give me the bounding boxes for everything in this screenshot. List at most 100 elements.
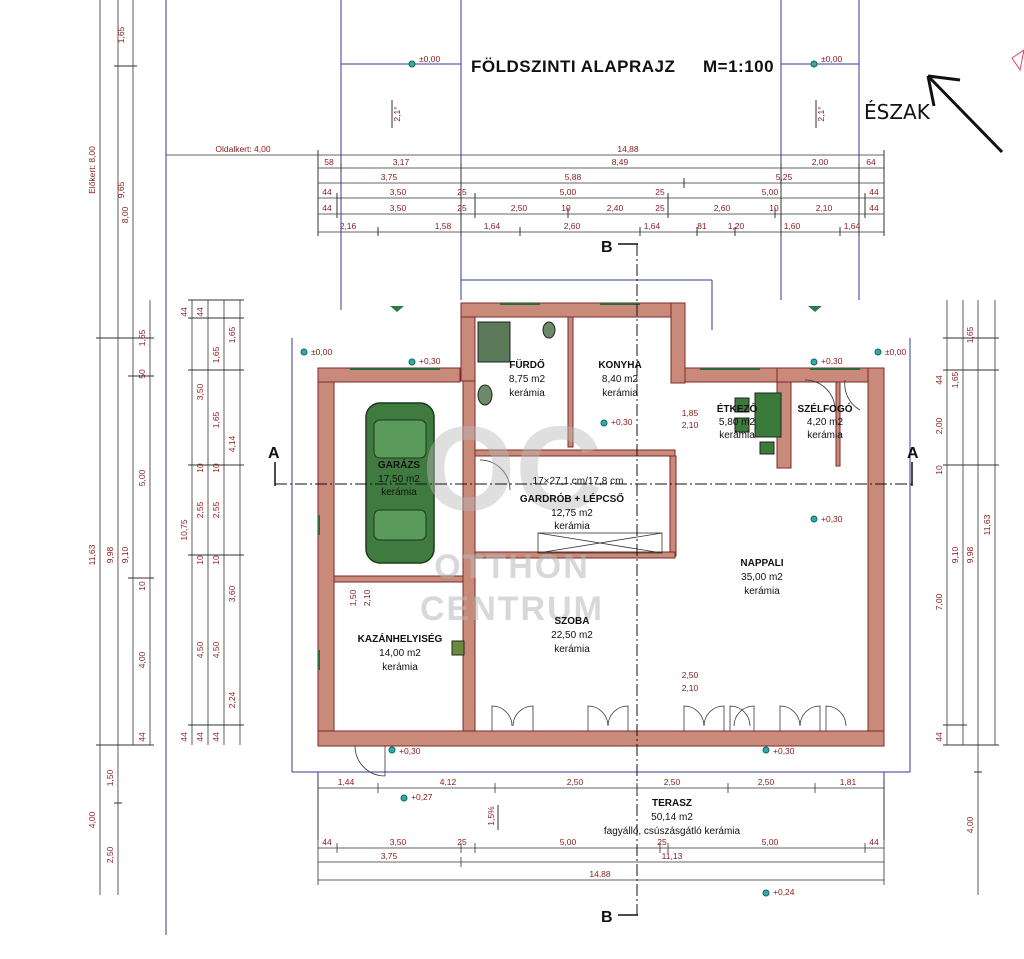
dim-top-r6-1: 1,58 <box>435 221 452 231</box>
room-name: NAPPALI <box>740 558 783 569</box>
left-dimension-lines <box>99 0 241 895</box>
room-floor: kerámia <box>381 487 417 498</box>
dim-top-r4-2: 25 <box>457 187 467 197</box>
room-floor: kerámia <box>382 662 418 673</box>
interior-dim-6: 2,10 <box>682 683 699 693</box>
dim-bottom-r1-4: 2,50 <box>758 777 775 787</box>
room-area: 14,00 m2 <box>379 648 421 659</box>
room-area: 8,75 m2 <box>509 374 546 385</box>
dim-right-c4-1: 11,63 <box>982 514 992 535</box>
level-top-right: ±0,00 <box>821 54 842 64</box>
staircase-icon <box>537 532 663 554</box>
dim-bottom-r1-5: 1,81 <box>840 777 857 787</box>
dim-bottom-r2-6: 44 <box>869 837 879 847</box>
section-mark-a-right: A <box>907 445 919 462</box>
plan-scale: M=1:100 <box>703 57 774 76</box>
dim-top-r5-1: 3,50 <box>390 203 407 213</box>
top-dimension-lines <box>166 150 885 236</box>
north-arrow-icon <box>926 74 1004 154</box>
room-gardrob: GARDRÓB + LÉPCSŐ 12,75 m2 kerámia <box>520 492 624 532</box>
room-name: ÉTKEZŐ <box>717 402 758 415</box>
dim-top-r5-2: 25 <box>457 203 467 213</box>
dim-bottom-r2-3: 5,00 <box>560 837 577 847</box>
room-nappali: NAPPALI 35,00 m2 kerámia <box>740 558 783 597</box>
dim-right-c1-1: 44 <box>934 375 944 385</box>
room-name: SZOBA <box>555 616 590 627</box>
dim-left-c5-0: 44 <box>179 307 189 317</box>
level-left: ±0,00 <box>311 347 332 357</box>
level-living: +0,30 <box>821 514 843 524</box>
dim-top-r4-6: 44 <box>869 187 879 197</box>
window-symbol-icon <box>808 306 822 312</box>
room-floor: kerámia <box>744 586 780 597</box>
dim-right-c2-0: 9,10 <box>950 546 960 563</box>
dim-top-r6-5: 81 <box>697 221 707 231</box>
slope-right: 2,1° <box>816 106 826 121</box>
level-terrace: +0,27 <box>411 792 433 802</box>
dim-bottom-r1-2: 2,50 <box>567 777 584 787</box>
watermark-line2: CENTRUM <box>420 590 604 628</box>
dim-left-c2-1: 9,65 <box>116 181 126 198</box>
dim-left-c4-0: 1,65 <box>137 329 147 346</box>
interior-walls <box>333 316 841 732</box>
north-label: ÉSZAK <box>864 100 931 124</box>
dim-left-c7-1: 1,65 <box>211 346 221 363</box>
dim-top-r2-4: 64 <box>866 157 876 167</box>
room-name: SZÉLFOGÓ <box>798 402 853 415</box>
dim-top-r2-0: 58 <box>324 157 334 167</box>
level-right: ±0,00 <box>885 347 906 357</box>
dim-top-r5-10: 44 <box>869 203 879 213</box>
dim-left-c8-1: 4,14 <box>227 435 237 452</box>
dim-top-r5-5: 2,40 <box>607 203 624 213</box>
dim-top-total: 14,88 <box>617 144 639 154</box>
dim-bottom-r2-0: 44 <box>322 837 332 847</box>
dining-table-icon <box>754 392 782 438</box>
level-marker-icons <box>300 60 882 897</box>
interior-dim-2: 2,10 <box>682 420 699 430</box>
dim-left-c7-6: 4,50 <box>211 641 221 658</box>
dim-left-c2-4: 2,50 <box>105 846 115 863</box>
boiler-icon <box>451 640 465 656</box>
dim-left-c5-4: 10 <box>195 555 205 565</box>
door-swings <box>354 379 861 777</box>
room-name: TERASZ <box>652 798 692 809</box>
dim-bottom-r2-4: 25 <box>657 837 667 847</box>
dim-top-r6-0: 2,16 <box>340 221 357 231</box>
dim-bottom-r3-1: 11,13 <box>662 851 683 861</box>
dim-right-c1-4: 7,00 <box>934 593 944 610</box>
room-kazan: KAZÁNHELYISÉG 14,00 m2 kerámia <box>358 632 443 673</box>
watermark-line1: OTTHON <box>434 548 590 586</box>
dim-left-c6-0: 10,75 <box>179 519 189 541</box>
room-name: KONYHA <box>598 360 641 371</box>
dim-bottom-r1-0: 1,44 <box>338 777 355 787</box>
room-area: 22,50 m2 <box>551 630 593 641</box>
room-name: FÜRDŐ <box>509 358 545 371</box>
dim-top-r6-2: 1,64 <box>484 221 501 231</box>
dim-left-c8-3: 2,24 <box>227 691 237 708</box>
dim-left-c4-3: 10 <box>137 581 147 591</box>
dim-top-r4-3: 5,00 <box>560 187 577 197</box>
dim-top-side-garden: Oldalkert: 4,00 <box>215 144 271 154</box>
dim-top-r3-1: 5,88 <box>565 172 582 182</box>
room-szelfogo: SZÉLFOGÓ 4,20 m2 kerámia <box>798 402 853 441</box>
dim-top-r6-6: 1,20 <box>728 221 745 231</box>
dim-top-r5-8: 10 <box>769 203 779 213</box>
washbasin-icon <box>477 384 493 406</box>
car-icon <box>365 402 435 564</box>
dim-right-c3-0: 9,98 <box>965 546 975 563</box>
room-floor: kerámia <box>602 388 638 399</box>
dim-bottom-r2-1: 3,50 <box>390 837 407 847</box>
dim-top-r5-7: 2,60 <box>714 203 731 213</box>
room-area: 50,14 m2 <box>651 812 693 823</box>
compass-mark-icon <box>1011 49 1024 72</box>
dim-bottom-r1-1: 4,12 <box>440 777 457 787</box>
dim-top-r2-1: 3,17 <box>393 157 410 167</box>
room-area: 12,75 m2 <box>551 508 593 519</box>
chair-icon <box>734 417 750 433</box>
dim-top-r5-9: 2,10 <box>816 203 833 213</box>
right-dimension-ticks <box>943 337 999 773</box>
section-mark-b-top: B <box>601 239 613 256</box>
room-area: 17,50 m2 <box>378 474 420 485</box>
dim-top-r4-1: 3,50 <box>390 187 407 197</box>
